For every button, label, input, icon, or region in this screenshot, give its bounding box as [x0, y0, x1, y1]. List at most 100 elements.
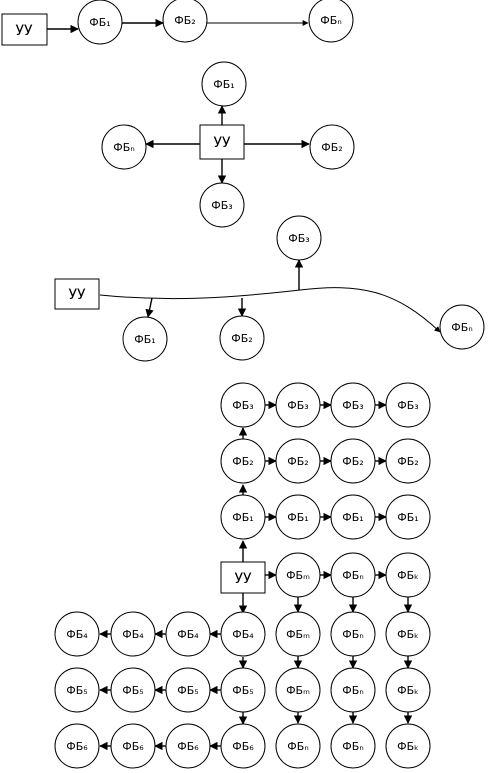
fb4-node — [54, 611, 100, 657]
fb2-node — [220, 438, 266, 484]
fb1-label: ФБ₁ — [213, 78, 234, 91]
fb3-label: ФБ₃ — [232, 399, 253, 412]
uu-box — [220, 561, 266, 594]
uu-label: УУ — [15, 23, 33, 39]
fb1-node — [77, 0, 123, 45]
fb2-label: ФБ₂ — [342, 455, 363, 468]
fbn-node — [330, 611, 376, 657]
fb5-label: ФБ₅ — [232, 684, 253, 697]
fb1-label: ФБ₁ — [89, 16, 110, 29]
fb4-label: ФБ₄ — [232, 628, 254, 641]
fb6-label: ФБ₆ — [177, 740, 199, 753]
fbn-node — [330, 552, 376, 598]
fb4-node — [220, 611, 266, 657]
fbn-label: ФБₙ — [342, 684, 363, 697]
uu-label: УУ — [68, 287, 86, 303]
fbk-label: ФБₖ — [397, 740, 419, 753]
fbn-label: ФБₙ — [320, 14, 341, 27]
fb3-label: ФБ₃ — [397, 399, 418, 412]
fbn-label: ФБₙ — [342, 740, 363, 753]
fb3-node — [385, 382, 431, 428]
fbk-node — [385, 552, 431, 598]
fb3-node — [199, 182, 245, 228]
fbn-node — [308, 0, 354, 43]
fbk-node — [385, 667, 431, 713]
fb6-node — [165, 723, 211, 769]
fb6-label: ФБ₆ — [122, 740, 144, 753]
fbm-label: ФБₘ — [286, 684, 310, 697]
fbn-label: ФБₙ — [342, 628, 363, 641]
fb1-node — [220, 494, 266, 540]
fb5-label: ФБ₅ — [177, 684, 198, 697]
uu-box — [199, 124, 245, 160]
fb1-node — [275, 494, 321, 540]
fb5-label: ФБ₅ — [122, 684, 143, 697]
fb1-label: ФБ₁ — [342, 511, 363, 524]
fbm-node — [275, 611, 321, 657]
fbk-node — [385, 723, 431, 769]
fb2-label: ФБ₂ — [231, 332, 252, 345]
fbn-label: ФБₙ — [451, 321, 472, 334]
fbk-label: ФБₖ — [397, 684, 419, 697]
fb1-label: ФБ₁ — [287, 511, 308, 524]
fb5-label: ФБ₅ — [66, 684, 87, 697]
fb5-node — [165, 667, 211, 713]
fb3-label: ФБ₃ — [342, 399, 363, 412]
fbm-node — [275, 667, 321, 713]
fb3-node — [276, 215, 322, 261]
chain-topology: УУ ФБ₁ ФБ₂ ФБₙ — [1, 0, 354, 46]
fb6-node — [220, 723, 266, 769]
grid-topology: УУ ФБ₃ ФБ₃ ФБ₃ ФБ₃ ФБ₂ ФБ₂ ФБ₂ ФБ₂ ФБ₁ Ф… — [54, 382, 431, 769]
uu-label: УУ — [234, 571, 252, 587]
fb2-node — [275, 438, 321, 484]
fbn-label: ФБₙ — [342, 569, 363, 582]
fb1-node — [385, 494, 431, 540]
fbn-label: ФБₙ — [287, 740, 308, 753]
fb1-label: ФБ₁ — [397, 511, 418, 524]
fb3-node — [330, 382, 376, 428]
fb4-node — [165, 611, 211, 657]
fb4-label: ФБ₄ — [122, 628, 144, 641]
fb5-node — [220, 667, 266, 713]
fb4-node — [110, 611, 156, 657]
fb2-node — [330, 438, 376, 484]
uu-box — [54, 278, 100, 310]
fb3-label: ФБ₃ — [287, 399, 308, 412]
star-topology: УУ ФБ₁ ФБₙ ФБ₂ ФБ₃ — [101, 61, 355, 228]
fb2-node — [385, 438, 431, 484]
fbk-node — [385, 611, 431, 657]
fb1-node — [122, 316, 168, 362]
fb4-label: ФБ₄ — [66, 628, 88, 641]
fb5-node — [54, 667, 100, 713]
fbm-label: ФБₘ — [286, 569, 310, 582]
fb2-label: ФБ₂ — [397, 455, 418, 468]
fb2-node — [162, 0, 208, 43]
fb1-label: ФБ₁ — [134, 333, 155, 346]
fb2-label: ФБ₂ — [321, 141, 342, 154]
fb3-node — [220, 382, 266, 428]
fb1-label: ФБ₁ — [232, 511, 253, 524]
fb5-node — [110, 667, 156, 713]
fb3-label: ФБ₃ — [211, 199, 232, 212]
fbn-label: ФБₙ — [113, 141, 134, 154]
uu-box — [1, 13, 48, 46]
fbn-node — [330, 667, 376, 713]
fb3-label: ФБ₃ — [288, 232, 309, 245]
fb1-node — [201, 61, 247, 107]
fbn-node — [101, 124, 147, 170]
fb3-node — [275, 382, 321, 428]
fb2-label: ФБ₂ — [174, 14, 195, 27]
fbm-node — [275, 552, 321, 598]
fbk-label: ФБₖ — [397, 628, 419, 641]
fb6-node — [110, 723, 156, 769]
edge-bus-fb1 — [145, 297, 154, 318]
fb2-node — [219, 315, 265, 361]
fbn-node — [330, 723, 376, 769]
fb2-node — [309, 124, 355, 170]
fb1-node — [330, 494, 376, 540]
fb6-label: ФБ₆ — [232, 740, 254, 753]
fb4-label: ФБ₄ — [177, 628, 199, 641]
bus-topology: УУ ФБ₁ ФБ₂ ФБ₃ ФБₙ — [54, 215, 485, 362]
fbm-label: ФБₘ — [286, 628, 310, 641]
